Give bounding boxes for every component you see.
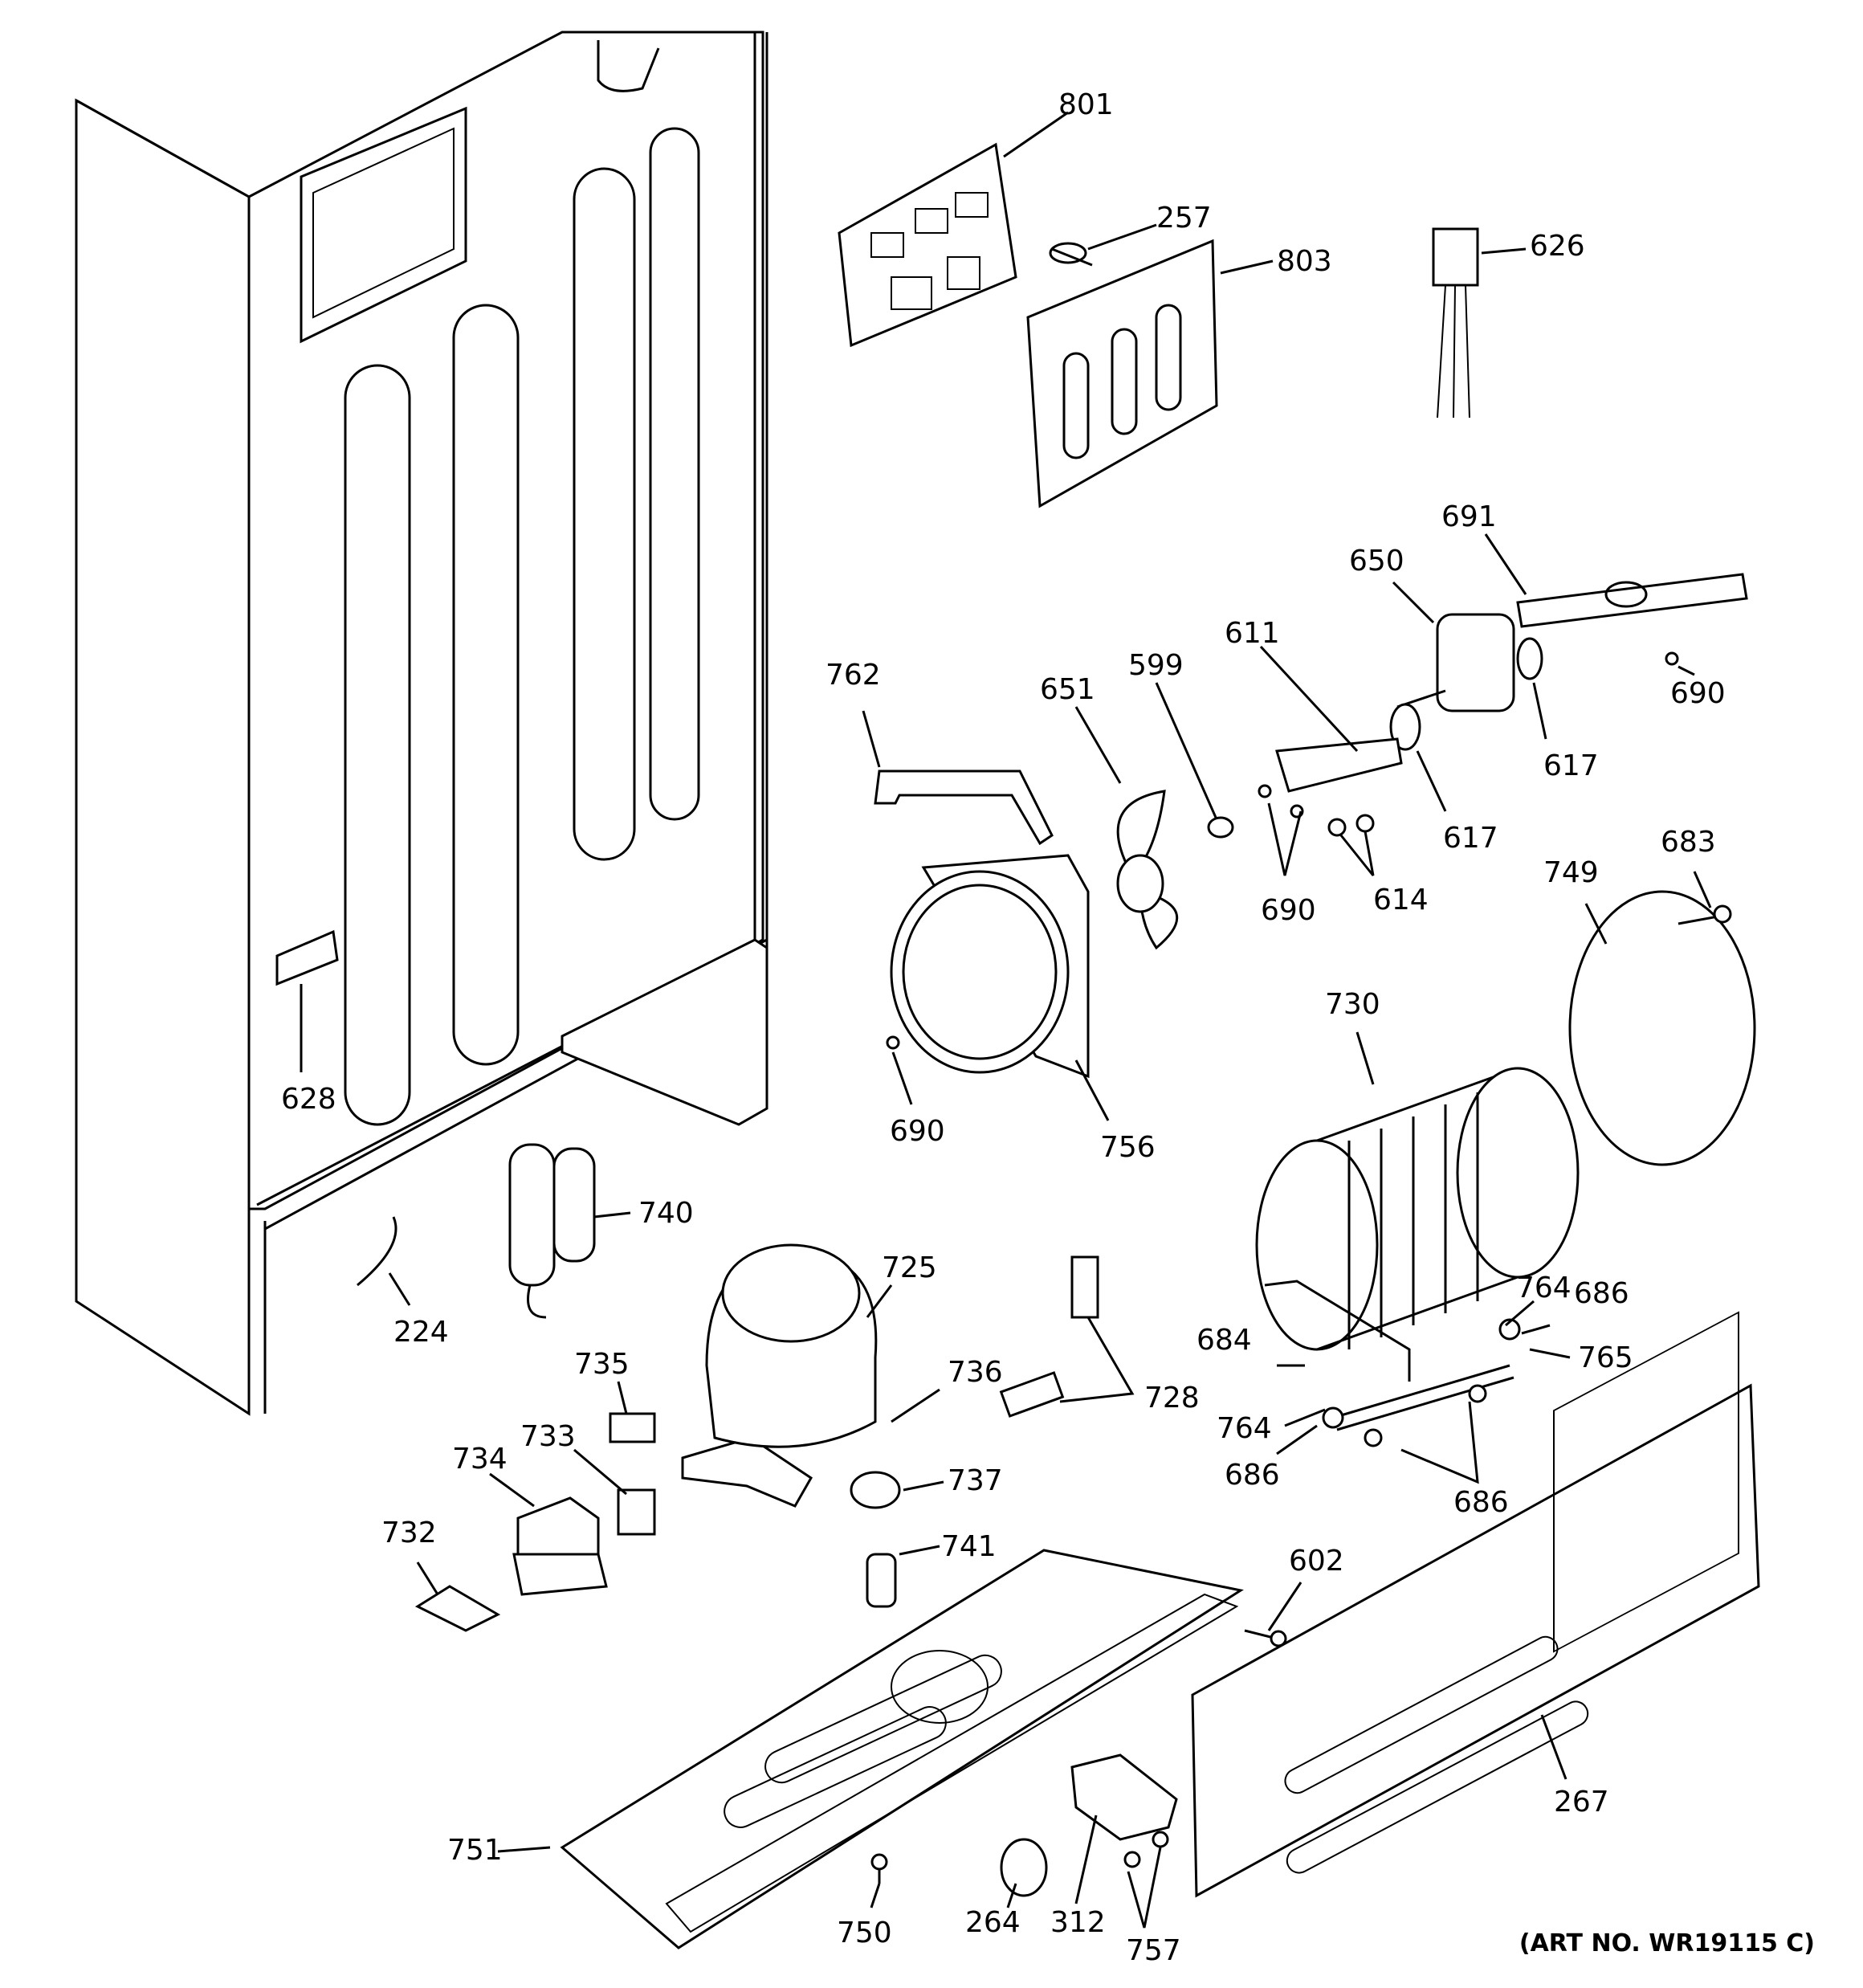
tube-224 <box>357 1216 397 1287</box>
callout-749: 749 <box>1543 856 1599 889</box>
callout-224: 224 <box>393 1316 449 1349</box>
callout-690c: 690 <box>890 1115 945 1148</box>
fan-motor <box>1396 613 1515 712</box>
callout-728: 728 <box>1144 1382 1200 1414</box>
callout-684: 684 <box>1196 1324 1252 1357</box>
callout-762: 762 <box>826 659 881 692</box>
callout-628: 628 <box>281 1083 336 1116</box>
art-number: (ART NO. WR19115 C) <box>1519 1929 1815 1957</box>
nut-599 <box>1207 816 1234 839</box>
callout-labels: 801 257 803 626 691 650 611 599 651 762 … <box>281 88 1726 1967</box>
callout-725: 725 <box>882 1251 937 1284</box>
fan-bracket <box>1516 573 1748 628</box>
callout-730: 730 <box>1325 988 1380 1021</box>
callout-765: 765 <box>1578 1341 1633 1374</box>
screw-750 <box>870 1853 888 1884</box>
compressor-tray <box>560 1549 1244 1949</box>
callout-737: 737 <box>948 1464 1003 1497</box>
callout-732: 732 <box>381 1517 437 1549</box>
screw-690a <box>1665 651 1679 666</box>
grommet-617a <box>1516 637 1543 680</box>
callout-734: 734 <box>452 1443 508 1476</box>
capacitor-734 <box>512 1496 608 1596</box>
relay-735 <box>609 1412 656 1443</box>
callout-690b: 690 <box>1261 894 1316 927</box>
tube-728b <box>999 1371 1065 1418</box>
callout-686a: 686 <box>1574 1277 1629 1310</box>
callout-626: 626 <box>1530 230 1585 263</box>
callout-736: 736 <box>948 1356 1003 1389</box>
callout-735: 735 <box>574 1348 630 1381</box>
control-board <box>838 142 1017 348</box>
access-panel <box>1191 1311 1760 1898</box>
compressor <box>681 1243 878 1508</box>
callout-691: 691 <box>1441 500 1497 533</box>
grommet-737 <box>850 1471 901 1509</box>
fan-blade <box>1116 790 1179 950</box>
callout-650: 650 <box>1349 545 1404 578</box>
tube-728a <box>1070 1255 1099 1319</box>
callout-257: 257 <box>1156 202 1212 235</box>
support-bracket <box>1264 1280 1521 1447</box>
screw-690b1 <box>1258 784 1272 798</box>
roller-264 <box>1000 1838 1048 1897</box>
sensor-257 <box>1049 242 1093 267</box>
roller-bracket-312 <box>1070 1753 1178 1841</box>
callout-267: 267 <box>1554 1786 1609 1819</box>
callout-756: 756 <box>1100 1131 1156 1164</box>
cup-741 <box>866 1553 897 1608</box>
screw-602 <box>1244 1629 1287 1647</box>
callout-617a: 617 <box>1543 749 1599 782</box>
callout-617b: 617 <box>1443 822 1498 855</box>
callout-764b: 764 <box>1217 1412 1272 1445</box>
callout-750: 750 <box>837 1917 892 1949</box>
leader-lines <box>300 111 1712 1929</box>
screw-683 <box>1678 904 1732 925</box>
callout-651: 651 <box>1040 673 1095 706</box>
motor-bracket <box>1275 737 1403 793</box>
callout-751: 751 <box>447 1834 503 1867</box>
callout-764a: 764 <box>1516 1272 1572 1304</box>
callout-599: 599 <box>1128 649 1184 682</box>
callout-312: 312 <box>1050 1906 1106 1939</box>
callout-686c: 686 <box>1453 1486 1509 1519</box>
cover-plate <box>1026 239 1218 508</box>
screw-757b <box>1152 1831 1169 1848</box>
nut-614b <box>1355 814 1375 833</box>
callout-740: 740 <box>638 1197 694 1230</box>
callout-686b: 686 <box>1225 1459 1280 1492</box>
nut-614a <box>1327 818 1347 837</box>
callout-264: 264 <box>965 1906 1021 1939</box>
drier <box>508 1143 596 1319</box>
disc-749 <box>1568 890 1756 1166</box>
callout-757: 757 <box>1126 1934 1181 1967</box>
callout-611: 611 <box>1225 617 1280 650</box>
cabinet-back <box>75 31 768 1416</box>
callout-733: 733 <box>520 1420 576 1453</box>
callout-614: 614 <box>1373 884 1429 916</box>
screw-757a <box>1123 1851 1141 1868</box>
condenser <box>1255 1067 1580 1351</box>
overload-733 <box>617 1488 656 1536</box>
power-cord-plug <box>1432 227 1479 418</box>
callout-803: 803 <box>1277 245 1332 278</box>
fan-shroud <box>874 769 1090 1079</box>
clip-732 <box>414 1585 501 1632</box>
callout-602: 602 <box>1289 1545 1344 1578</box>
callout-741: 741 <box>941 1530 997 1563</box>
screw-690c <box>886 1035 900 1050</box>
callout-801: 801 <box>1058 88 1114 121</box>
callout-690a: 690 <box>1670 677 1726 710</box>
callout-683: 683 <box>1661 826 1716 859</box>
